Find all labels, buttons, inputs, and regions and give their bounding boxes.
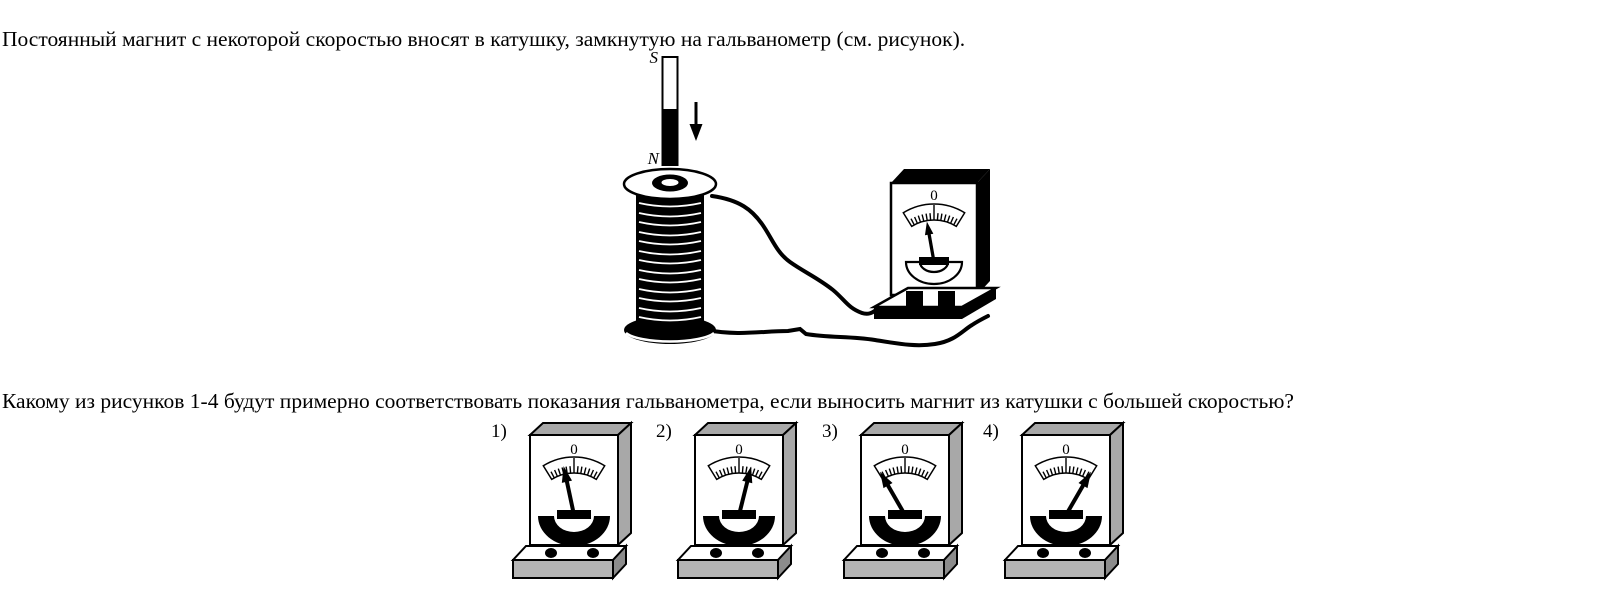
galvo-base-side [777,543,792,581]
scale-zero-label: 0 [930,188,938,204]
option-2-galvanometer: 0 [675,420,799,581]
magnet-pole-s-label: S [650,48,659,67]
scale-zero-label: 0 [735,442,743,458]
galvo-base-front [1004,559,1106,579]
option-4: 4) 0 [975,420,1139,590]
terminal-bolt [587,548,599,558]
option-label: 4) [983,421,999,442]
option-2: 2) 0 [648,420,812,590]
galvo-side-panel [1109,420,1124,548]
down-arrow-icon [689,102,703,141]
question-prompt: Какому из рисунков 1-4 будут примерно со… [2,388,1294,413]
galvo-base-front [677,559,779,579]
coil-windings [638,202,702,322]
galvo-base-top [1002,545,1121,561]
terminal-bolt [1079,548,1091,558]
galvanometer-side-panel [977,169,990,295]
option-1: 1) 0 [483,420,647,590]
scale-zero-label: 0 [570,442,578,458]
bar-magnet: S N [647,48,679,168]
experiment-figure: S N 0 [622,48,1001,348]
terminal-bolt [1037,548,1049,558]
galvo-base-front [512,559,614,579]
galvo-base-front [843,559,945,579]
terminal-bolt [876,548,888,558]
question-intro: Постоянный магнит с некоторой скоростью … [2,26,966,51]
galvanometer-base [869,286,1001,319]
scale-zero-label: 0 [1062,442,1070,458]
galvo-top-panel [527,422,634,436]
option-label: 2) [656,421,672,442]
galvo-side-panel [948,420,963,548]
option-label: 1) [491,421,507,442]
coil [622,167,718,344]
galvanometer-top-panel [891,169,990,183]
option-1-galvanometer: 0 [510,420,634,581]
scale-zero-label: 0 [901,442,909,458]
galvo-side-panel [782,420,797,548]
galvo-side-panel [617,420,632,548]
galvo-top-panel [858,422,965,436]
galvo-base-side [612,543,627,581]
galvo-base-side [943,543,958,581]
galvo-base-top [841,545,960,561]
terminal-bolt [918,548,930,558]
terminal-bolt [545,548,557,558]
terminal-bolt [752,548,764,558]
option-label: 3) [822,421,838,442]
magnet-pole-n-label: N [647,149,661,168]
galvo-base-side [1104,543,1119,581]
galvo-top-panel [692,422,799,436]
terminal-bolt [710,548,722,558]
galvo-base-top [510,545,629,561]
galvanometer: 0 [869,169,1001,319]
wire-bottom [704,314,990,348]
wire-top [710,194,878,316]
galvo-base-top [675,545,794,561]
galvo-top-panel [1019,422,1126,436]
option-3-galvanometer: 0 [841,420,965,581]
option-3: 3) 0 [814,420,978,590]
option-4-galvanometer: 0 [1002,420,1126,581]
